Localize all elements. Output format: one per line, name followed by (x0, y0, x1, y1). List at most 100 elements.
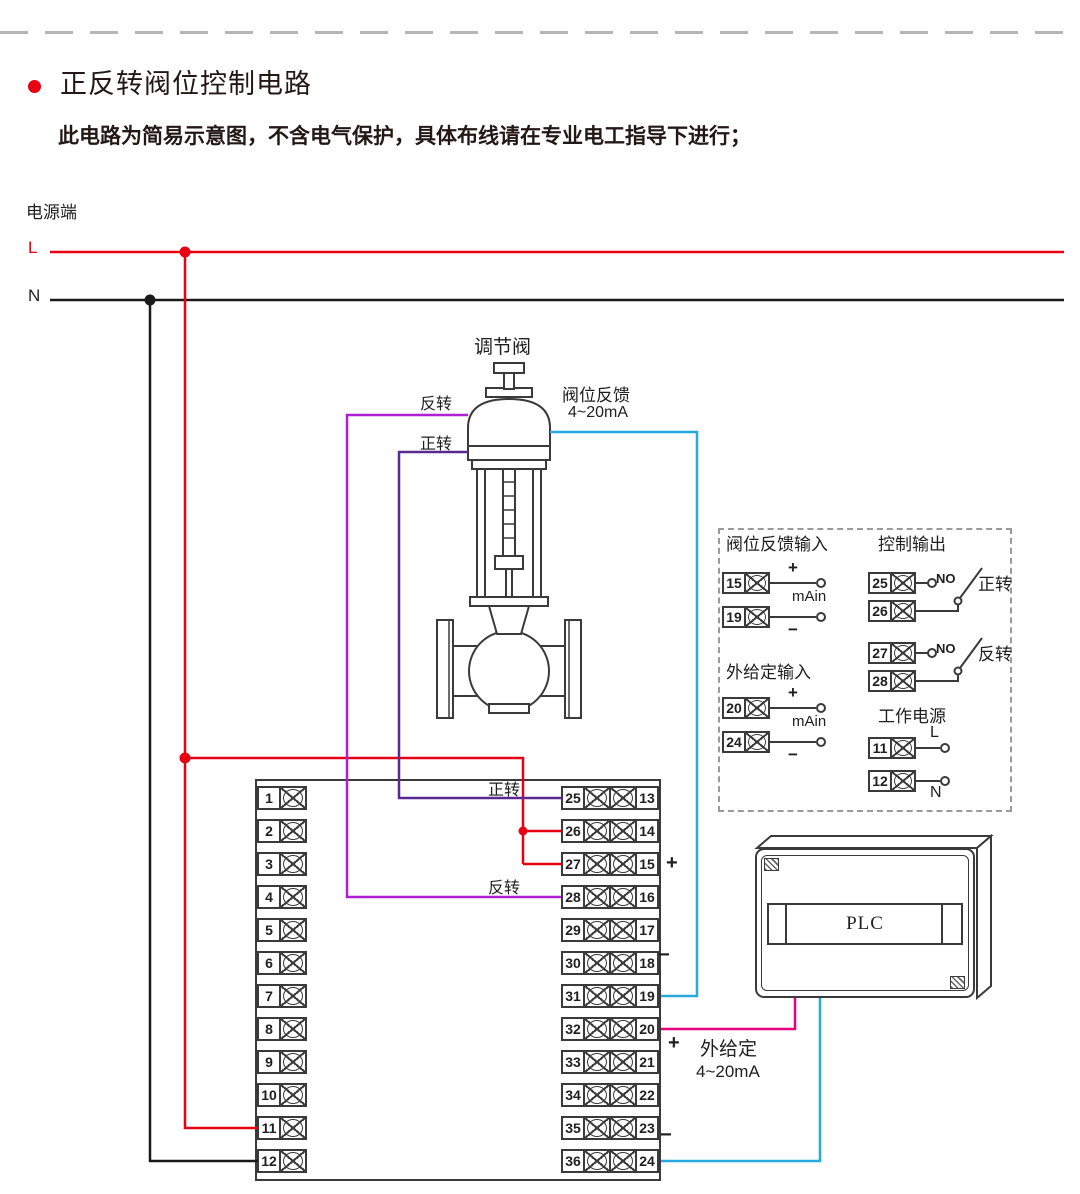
terminal-screw-icon (279, 1116, 307, 1140)
terminal-screw-icon (583, 1017, 611, 1041)
terminal-screw-icon (583, 852, 611, 876)
terminal-screw-icon (583, 786, 611, 810)
terminal-screw-icon (279, 885, 307, 909)
block-external-minus: − (660, 1124, 672, 1146)
terminal-number: 25 (868, 572, 892, 594)
terminal-number: 13 (635, 786, 659, 810)
terminal-number: 20 (722, 697, 746, 719)
terminal-screw-icon (609, 1083, 637, 1107)
plc-band-divider (941, 905, 943, 943)
feedback-input-title: 阀位反馈输入 (726, 535, 828, 554)
terminal-screw-icon (279, 1149, 307, 1173)
terminal-screw-icon (279, 918, 307, 942)
panel-terminal-24: 24 (722, 731, 770, 753)
plc-hatch-icon (764, 858, 779, 871)
panel-terminal-27: 27 (868, 642, 916, 664)
terminal-number: 29 (561, 918, 585, 942)
terminal-screw-icon (279, 852, 307, 876)
terminal-row: 29 17 (561, 918, 659, 942)
terminal-row: 27 15 (561, 852, 659, 876)
terminal-number: 16 (635, 885, 659, 909)
terminal-number: 11 (257, 1116, 281, 1140)
panel-terminal-28: 28 (868, 670, 916, 692)
block-feedback-plus: + (666, 852, 678, 874)
terminal-number: 17 (635, 918, 659, 942)
terminal-number: 1 (257, 786, 281, 810)
valve-feedback-label: 阀位反馈 (562, 386, 630, 405)
terminal-number: 19 (722, 606, 746, 628)
panel-terminal-19: 19 (722, 606, 770, 628)
terminal-row: 2 (257, 819, 307, 843)
terminal-screw-icon (279, 786, 307, 810)
terminal-number: 7 (257, 984, 281, 1008)
terminal-screw-icon (583, 819, 611, 843)
terminal-number: 8 (257, 1017, 281, 1041)
external-input-title: 外给定输入 (726, 663, 811, 682)
terminal-row: 6 (257, 951, 307, 975)
terminal-number: 6 (257, 951, 281, 975)
plc-inner-frame (761, 855, 969, 991)
terminal-number: 2 (257, 819, 281, 843)
terminal-screw-icon (609, 1050, 637, 1074)
terminal-screw-icon (609, 786, 637, 810)
panel-terminal-26: 26 (868, 600, 916, 622)
feedback-plus-sign: + (788, 558, 798, 577)
block-feedback-minus: − (658, 944, 670, 966)
terminal-row: 9 (257, 1050, 307, 1074)
terminal-number: 4 (257, 885, 281, 909)
terminal-row: 35 23 (561, 1116, 659, 1140)
terminal-screw-icon (890, 770, 916, 792)
terminal-number: 5 (257, 918, 281, 942)
terminal-row: 11 (257, 1116, 307, 1140)
terminal-number: 11 (868, 737, 892, 759)
relay-forward-label: 正转 (978, 575, 1012, 594)
terminal-number: 27 (561, 852, 585, 876)
terminal-number: 10 (257, 1083, 281, 1107)
live-line-label: L (28, 238, 38, 257)
terminal-screw-icon (583, 1149, 611, 1173)
terminal-screw-icon (890, 642, 916, 664)
terminal-screw-icon (583, 951, 611, 975)
terminal-number: 35 (561, 1116, 585, 1140)
terminal-screw-icon (609, 852, 637, 876)
terminal-row: 12 (257, 1149, 307, 1173)
valve-forward-label: 正转 (420, 436, 453, 453)
terminal-number: 3 (257, 852, 281, 876)
neutral-drop-wire (148, 300, 258, 1163)
terminal-number: 27 (868, 642, 892, 664)
external-signal-label: mAin (792, 713, 827, 730)
terminal-screw-icon (279, 819, 307, 843)
terminal-number: 12 (257, 1149, 281, 1173)
terminal-definition-panel (718, 528, 1012, 812)
terminal-screw-icon (279, 1083, 307, 1107)
relay-reverse-no-label: NO (936, 641, 956, 656)
terminal-number: 15 (722, 572, 746, 594)
control-output-title: 控制输出 (878, 535, 946, 554)
terminal-number: 15 (635, 852, 659, 876)
panel-terminal-25: 25 (868, 572, 916, 594)
block-forward-wire-label: 正转 (488, 782, 521, 799)
terminal-number: 31 (561, 984, 585, 1008)
terminal-number: 23 (635, 1116, 659, 1140)
terminal-screw-icon (609, 951, 637, 975)
panel-terminal-20: 20 (722, 697, 770, 719)
terminal-screw-icon (609, 1017, 637, 1041)
working-power-title: 工作电源 (878, 707, 946, 726)
block-external-label: 外给定 (700, 1039, 758, 1060)
terminal-screw-icon (583, 1116, 611, 1140)
panel-terminal-12: 12 (868, 770, 916, 792)
plc-hatch-icon (950, 976, 965, 989)
power-section-label: 电源端 (26, 203, 77, 222)
feedback-signal-label: mAin (792, 588, 827, 605)
page-subtitle: 此电路为简易示意图，不含电气保护，具体布线请在专业电工指导下进行； (58, 125, 751, 148)
plc-label: PLC (846, 913, 884, 934)
terminal-screw-icon (609, 918, 637, 942)
page-title: 正反转阀位控制电路 (60, 69, 312, 99)
terminal-screw-icon (744, 697, 770, 719)
